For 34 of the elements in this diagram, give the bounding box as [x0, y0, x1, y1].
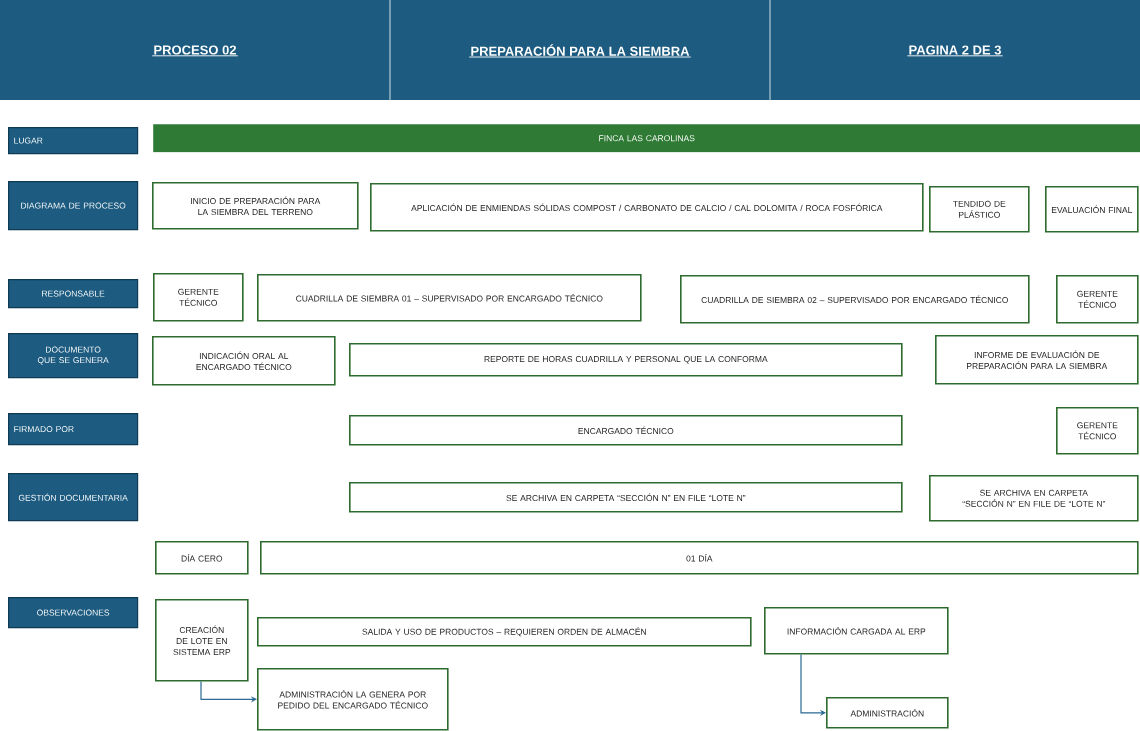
process-box: DÍA CERO [155, 541, 249, 575]
process-box: SALIDA Y USO DE PRODUCTOS – REQUIEREN ORDEN DE ALMACÉN [257, 617, 752, 647]
process-box: SE ARCHIVA EN CARPETA “SECCIÓN N” EN FILE DE “LOTE N” [929, 475, 1139, 522]
process-box: CUADRILLA DE SIEMBRA 02 – SUPERVISADO POR ENCARGADO TÉCNICO [680, 275, 1030, 324]
process-box: TENDIDO DE PLÁSTICO [929, 186, 1030, 233]
row-label-box: LUGAR [8, 127, 139, 155]
process-box: INFORMACIÓN CARGADA AL ERP [764, 607, 949, 655]
row-label-box: RESPONSABLE [8, 279, 139, 309]
process-box: CREACIÓN DE LOTE EN SISTEMA ERP [155, 599, 249, 682]
process-box: GERENTE TÉCNICO [1056, 407, 1139, 455]
header-title: PREPARACIÓN PARA LA SIEMBRA [468, 44, 692, 58]
process-box: ENCARGADO TÉCNICO [349, 415, 903, 446]
row-label-box: DOCUMENTO QUE SE GENERA [8, 333, 139, 379]
process-box: GERENTE TÉCNICO [1056, 275, 1139, 324]
arrow [800, 654, 826, 716]
process-box: INDICACIÓN ORAL AL ENCARGADO TÉCNICO [152, 336, 336, 386]
process-box: 01 DÍA [260, 541, 1139, 575]
process-box: INICIO DE PREPARACIÓN PARA LA SIEMBRA DEL TERRENO [152, 182, 359, 230]
location-banner: FINCA LAS CAROLINAS [153, 124, 1140, 153]
process-box: EVALUACIÓN FINAL [1045, 186, 1139, 233]
process-box: ADMINISTRACIÓN [826, 697, 949, 729]
row-label-box: OBSERVACIONES [8, 597, 139, 629]
process-box: SE ARCHIVA EN CARPETA “SECCIÓN N” EN FILE “LOTE N” [349, 482, 903, 513]
process-box: CUADRILLA DE SIEMBRA 01 – SUPERVISADO POR ENCARGADO TÉCNICO [257, 274, 642, 322]
process-box: INFORME DE EVALUACIÓN DE PREPARACIÓN PARA LA SIEMBRA [935, 335, 1139, 385]
process-box: APLICACIÓN DE ENMIENDAS SÓLIDAS COMPOST / CARBONATO DE CALCIO / CAL DOLOMITA / ROCA FOSFÓRICA [370, 183, 924, 232]
process-box: REPORTE DE HORAS CUADRILLA Y PERSONAL QUE LA CONFORMA [349, 343, 903, 377]
header-title: PROCESO 02 [151, 45, 239, 57]
process-box: GERENTE TÉCNICO [153, 273, 244, 322]
row-label-box: DIAGRAMA DE PROCESO [8, 181, 139, 231]
process-box: ADMINISTRACIÓN LA GENERA POR PEDIDO DEL ENCARGADO TÉCNICO [257, 668, 449, 731]
header-title: PAGINA 2 DE 3 [906, 45, 1004, 57]
row-label-box: GESTIÓN DOCUMENTARIA [8, 473, 139, 522]
row-label-box: FIRMADO POR [8, 413, 139, 446]
